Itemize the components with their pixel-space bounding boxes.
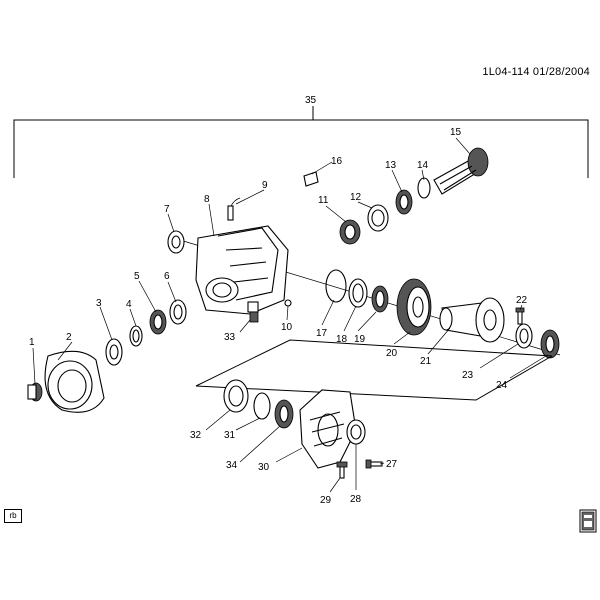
part-1-bolt	[27, 382, 43, 402]
part-6-race	[169, 299, 187, 325]
part-31-shim	[253, 392, 271, 420]
part-32-race	[223, 379, 249, 413]
callout-8: 8	[204, 194, 210, 205]
leader-lines	[32, 137, 547, 493]
part-5-bearing	[149, 309, 167, 335]
callout-23: 23	[462, 370, 474, 381]
part-13-bearing	[395, 189, 413, 215]
callout-14: 14	[417, 160, 429, 171]
callout-17: 17	[316, 328, 328, 339]
callout-10: 10	[281, 322, 293, 333]
callout-18: 18	[336, 334, 348, 345]
part-21-differential-case	[439, 297, 505, 343]
assembly-bracket	[13, 119, 589, 178]
callout-27: 27	[386, 459, 398, 470]
part-10-plug	[284, 299, 292, 307]
manual-book-icon[interactable]	[579, 509, 597, 533]
part-11-bearing	[339, 219, 361, 245]
callout-16: 16	[331, 156, 343, 167]
part-16-clip	[303, 171, 319, 187]
part-22-bolt	[515, 307, 525, 325]
part-2-cover	[44, 350, 105, 413]
corner-rb-label: rb	[4, 509, 22, 523]
part-27-bolt	[365, 459, 383, 469]
part-15-pinion-gear	[433, 147, 489, 195]
part-17-shim	[325, 269, 347, 303]
callout-34: 34	[226, 460, 238, 471]
part-18-race	[348, 278, 368, 308]
callout-9: 9	[262, 180, 268, 191]
callout-32: 32	[190, 430, 202, 441]
part-33-bolt	[249, 311, 259, 323]
part-23-race	[515, 323, 533, 349]
callout-12: 12	[350, 192, 362, 203]
callout-15: 15	[450, 127, 462, 138]
part-20-ring-gear	[396, 278, 432, 336]
callout-3: 3	[96, 298, 102, 309]
callout-33: 33	[224, 332, 236, 343]
part-24-bearing	[540, 329, 560, 359]
callout-4: 4	[126, 299, 132, 310]
callout-21: 21	[420, 356, 432, 367]
part-3-seal	[105, 338, 123, 366]
part-9-vent	[227, 197, 241, 221]
part-12-race	[367, 204, 389, 232]
callout-5: 5	[134, 271, 140, 282]
callout-7: 7	[164, 204, 170, 215]
part-30-axle-tube-housing	[299, 389, 357, 469]
callout-22: 22	[516, 295, 528, 306]
part-4-shim	[129, 325, 143, 347]
part-14-spacer	[417, 177, 431, 199]
callout-13: 13	[385, 160, 397, 171]
callout-28: 28	[350, 494, 362, 505]
callout-1: 1	[29, 337, 35, 348]
drawing-id-label: 1L04-114 01/28/2004	[482, 66, 590, 78]
callout-29: 29	[320, 495, 332, 506]
callout-30: 30	[258, 462, 270, 473]
callout-31: 31	[224, 430, 236, 441]
part-34-bearing	[274, 399, 294, 429]
subassembly-bracket	[195, 339, 553, 401]
callout-11: 11	[318, 195, 329, 206]
callout-24: 24	[496, 380, 508, 391]
callout-35: 35	[305, 95, 317, 106]
part-8-carrier-housing	[195, 225, 289, 315]
part-28-seal	[346, 419, 366, 445]
part-29-bolt	[336, 461, 348, 479]
callout-20: 20	[386, 348, 398, 359]
callout-2: 2	[66, 332, 72, 343]
part-19-bearing	[371, 285, 389, 313]
part-7-seal	[167, 230, 185, 254]
callout-6: 6	[164, 271, 170, 282]
callout-19: 19	[354, 334, 366, 345]
